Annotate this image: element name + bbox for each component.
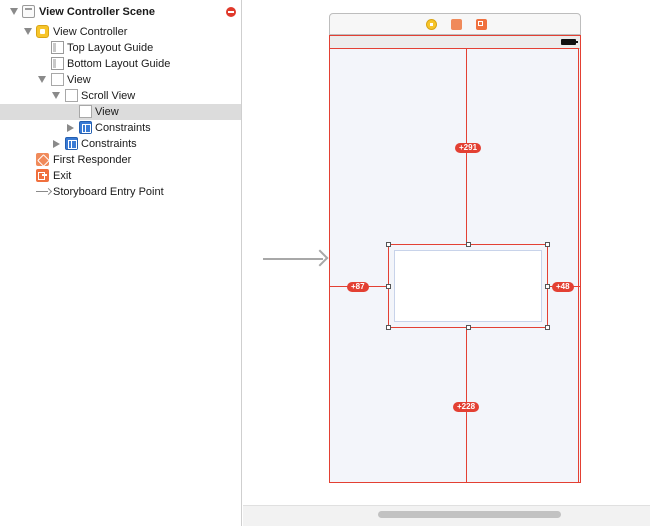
disclosure-triangle-icon[interactable] bbox=[53, 140, 60, 148]
disclosure-triangle-icon[interactable] bbox=[52, 92, 60, 99]
disclosure-triangle-icon[interactable] bbox=[24, 28, 32, 35]
entry-arrow-icon bbox=[36, 189, 52, 195]
scrollbar-thumb[interactable] bbox=[378, 511, 561, 518]
storyboard-entry-arrow-icon[interactable] bbox=[263, 249, 329, 268]
scene-dock bbox=[329, 13, 581, 35]
view-controller-icon[interactable] bbox=[426, 19, 437, 30]
leading-constraint-badge[interactable]: +87 bbox=[347, 282, 369, 292]
outline-item-label: Top Layout Guide bbox=[67, 42, 154, 54]
disclosure-triangle-icon[interactable] bbox=[38, 76, 46, 83]
outline-row-view-constraints[interactable]: Constraints bbox=[0, 136, 241, 152]
resize-handle-bottom-right[interactable] bbox=[545, 325, 550, 330]
scene-warning-icon[interactable] bbox=[226, 7, 236, 17]
outline-item-label: Storyboard Entry Point bbox=[53, 186, 164, 198]
disclosure-triangle-icon[interactable] bbox=[10, 8, 18, 15]
constraints-icon bbox=[65, 137, 78, 150]
constraints-icon bbox=[79, 121, 92, 134]
outline-row-bottom-layout-guide[interactable]: Bottom Layout Guide bbox=[0, 56, 241, 72]
trailing-constraint-badge[interactable]: +48 bbox=[552, 282, 574, 292]
outline-row-storyboard-entry-point[interactable]: Storyboard Entry Point bbox=[0, 184, 241, 200]
root-view[interactable]: +291 +228 +87 +48 bbox=[329, 35, 581, 483]
storyboard-canvas[interactable]: +291 +228 +87 +48 bbox=[243, 0, 650, 526]
scroll-view-icon bbox=[65, 89, 78, 102]
outline-item-label: First Responder bbox=[53, 154, 132, 166]
layout-guide-icon bbox=[51, 41, 64, 54]
resize-handle-top-left[interactable] bbox=[386, 242, 391, 247]
resize-handle-bottom[interactable] bbox=[466, 325, 471, 330]
layout-guide-icon bbox=[51, 57, 64, 70]
outline-row-first-responder[interactable]: First Responder bbox=[0, 152, 241, 168]
view-icon bbox=[51, 73, 64, 86]
scene-icon bbox=[22, 5, 35, 18]
outline-item-label: View Controller bbox=[53, 26, 128, 38]
top-constraint-badge[interactable]: +291 bbox=[455, 143, 482, 153]
document-outline: View Controller Scene View Controller To… bbox=[0, 0, 242, 526]
exit-icon bbox=[36, 169, 49, 182]
outline-row-scroll-view[interactable]: Scroll View bbox=[0, 88, 241, 104]
outline-row-scroll-view-constraints[interactable]: Constraints bbox=[0, 120, 241, 136]
selected-content-view[interactable] bbox=[386, 242, 550, 330]
outline-item-label: Exit bbox=[53, 170, 72, 182]
entry-arrow-head bbox=[311, 249, 329, 267]
resize-handle-top[interactable] bbox=[466, 242, 471, 247]
resize-handle-left[interactable] bbox=[386, 284, 391, 289]
resize-handle-right[interactable] bbox=[545, 284, 550, 289]
first-responder-icon[interactable] bbox=[451, 19, 462, 30]
outline-row-view-controller[interactable]: View Controller bbox=[0, 24, 241, 40]
resize-handle-top-right[interactable] bbox=[545, 242, 550, 247]
entry-arrow-shaft bbox=[263, 258, 323, 260]
outline-row-top-layout-guide[interactable]: Top Layout Guide bbox=[0, 40, 241, 56]
outline-item-label: Constraints bbox=[81, 138, 137, 150]
exit-icon[interactable] bbox=[476, 19, 487, 30]
battery-icon bbox=[561, 39, 578, 45]
outline-row-scene[interactable]: View Controller Scene bbox=[0, 4, 241, 20]
outline-row-content-view[interactable]: View bbox=[0, 104, 241, 120]
view-icon bbox=[79, 105, 92, 118]
outline-item-label: View bbox=[67, 74, 91, 86]
outline-row-exit[interactable]: Exit bbox=[0, 168, 241, 184]
content-view-body bbox=[394, 250, 542, 322]
bottom-constraint-badge[interactable]: +228 bbox=[453, 402, 480, 412]
disclosure-triangle-icon[interactable] bbox=[67, 124, 74, 132]
view-controller-scene[interactable]: +291 +228 +87 +48 bbox=[329, 13, 581, 483]
outline-item-label: Constraints bbox=[95, 122, 151, 134]
scene-title: View Controller Scene bbox=[39, 6, 155, 18]
outline-item-label: Scroll View bbox=[81, 90, 136, 102]
outline-item-label: View bbox=[95, 106, 119, 118]
outline-row-view[interactable]: View bbox=[0, 72, 241, 88]
outline-item-label: Bottom Layout Guide bbox=[67, 58, 171, 70]
view-controller-icon bbox=[36, 25, 49, 38]
scroll-view[interactable] bbox=[329, 48, 579, 483]
resize-handle-bottom-left[interactable] bbox=[386, 325, 391, 330]
first-responder-icon bbox=[36, 153, 49, 166]
